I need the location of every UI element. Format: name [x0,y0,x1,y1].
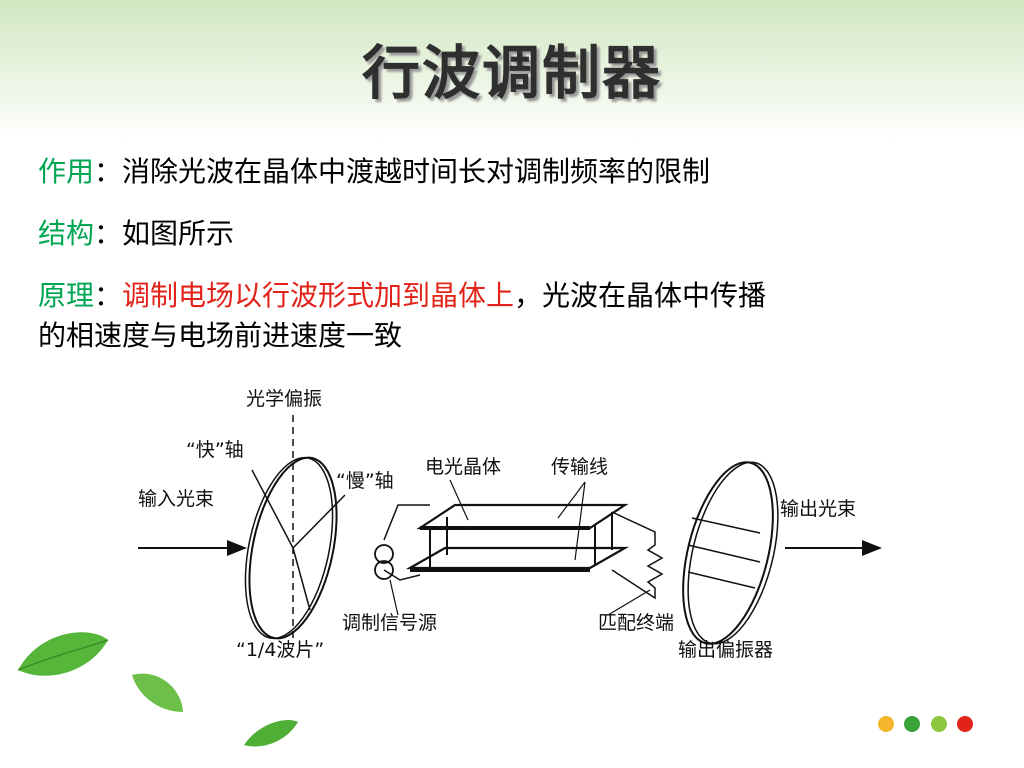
dot-icon [878,716,894,732]
purpose-colon: ： [94,155,123,188]
label-quarter-wave-plate: “1/4波片” [236,639,324,661]
label-transmission-line: 传输线 [551,456,608,478]
label-input-beam: 输入光束 [138,488,214,510]
label-fast-axis: “快”轴 [186,439,244,461]
label-output-beam: 输出光束 [780,498,856,520]
output-polarizer-edge [687,461,779,645]
dot-icon [931,716,947,732]
purpose-text: 消除光波在晶体中渡越时间长对调制频率的限制 [122,155,711,188]
principle-label: 原理 [38,279,95,312]
header-band [0,0,1024,140]
label-output-polarizer: 输出偏振器 [678,639,773,661]
purpose-line: 作用：消除光波在晶体中渡越时间长对调制频率的限制 [38,150,710,190]
label-signal-source: 调制信号源 [342,612,437,634]
label-matched-termination: 匹配终端 [598,612,674,634]
structure-label: 结构 [38,217,95,250]
purpose-label: 作用 [38,155,95,188]
structure-text: 如图所示 [122,217,235,250]
dot-icon [957,716,973,732]
slow-axis-line [292,494,346,549]
matched-termination-resistor [611,511,664,600]
principle-line-2: 的相速度与电场前进速度一致 [38,319,403,352]
structure-line: 结构：如图所示 [38,212,234,252]
signal-source-coil-bottom [374,560,394,580]
quarter-wave-plate-edge [244,456,334,640]
principle-rest: ，光波在晶体中传播 [514,279,767,312]
page-title: 行波调制器 [361,39,662,107]
axis-line-3 [292,547,311,611]
dot-icon [904,716,920,732]
principle-colon: ： [94,279,123,312]
label-optical-polarization: 光学偏振 [246,388,322,410]
label-eo-crystal: 电光晶体 [425,456,501,478]
label-slow-axis: “慢”轴 [336,470,394,492]
fast-axis-line [251,469,294,549]
leaf-icon [244,720,298,747]
leaf-icon [132,673,183,712]
principle-line: 原理：调制电场以行波形式加到晶体上，光波在晶体中传播 [38,274,766,314]
signal-source-coil-top [374,544,394,564]
principle-highlight: 调制电场以行波形式加到晶体上 [122,279,515,312]
structure-colon: ： [94,217,123,250]
